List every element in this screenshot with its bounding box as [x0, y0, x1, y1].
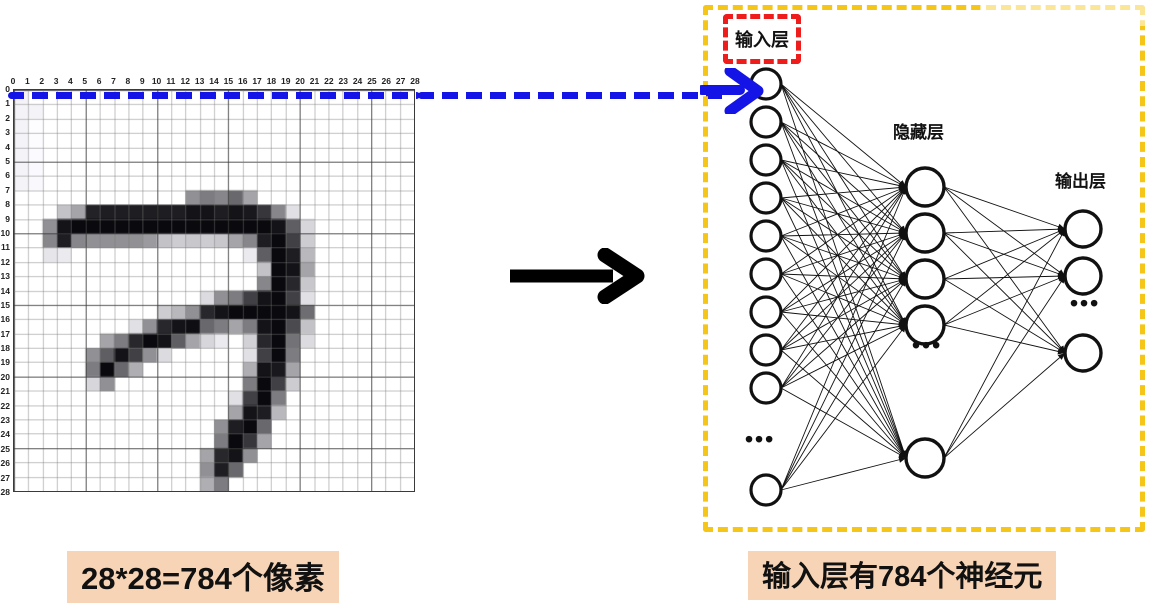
highlighted-row-indicator — [8, 92, 420, 99]
grid-col-label: 22 — [324, 76, 334, 86]
grid-row-label: 5 — [5, 155, 10, 166]
grid-row-label: 11 — [1, 242, 10, 253]
grid-row-label: 24 — [0, 429, 10, 440]
grid-col-label: 11 — [166, 76, 176, 86]
grid-row-label: 14 — [0, 285, 10, 296]
grid-col-label: 13 — [194, 76, 205, 86]
left-caption: 28*28=784个像素 — [67, 551, 339, 603]
output-neuron — [1063, 333, 1103, 373]
input-feed-arrow — [700, 68, 764, 114]
input-layer-label: 输入层 — [735, 30, 789, 50]
grid-col-label: 16 — [237, 76, 248, 86]
grid-row-label: 26 — [0, 457, 10, 468]
input-neuron — [749, 105, 783, 139]
grid-col-label: 28 — [410, 76, 420, 86]
grid-row-label: 16 — [0, 314, 10, 325]
grid-col-label: 5 — [82, 76, 88, 86]
grid-row-label: 22 — [0, 400, 10, 411]
grid-col-label: 14 — [209, 76, 219, 86]
hidden-neuron — [904, 166, 946, 208]
grid-col-label: 3 — [53, 76, 59, 86]
grid-col-label: 1 — [24, 76, 30, 86]
grid-col-label: 15 — [223, 76, 234, 86]
hidden-neuron — [904, 437, 946, 479]
network-outer-boundary — [703, 5, 1145, 532]
grid-row-label: 27 — [0, 472, 10, 483]
grid-row-label: 15 — [0, 299, 10, 310]
grid-row-label: 18 — [0, 342, 10, 353]
grid-col-label: 0 — [10, 76, 16, 86]
hidden-layer-label: 隐藏层 — [893, 123, 944, 142]
input-layer-highlight-box: 输入层 — [723, 14, 801, 64]
grid-col-label: 12 — [180, 76, 191, 86]
grid-col-label: 20 — [295, 76, 305, 86]
grid-col-label: 25 — [367, 76, 377, 86]
grid-col-label: 17 — [252, 76, 262, 86]
grid-col-label: 18 — [266, 76, 277, 86]
input-neuron — [749, 295, 783, 329]
grid-row-label: 4 — [5, 141, 10, 152]
hidden-neuron — [904, 258, 946, 300]
network-graph — [749, 67, 1103, 507]
grid-row-label: 20 — [0, 371, 10, 382]
input-layer-ellipsis: ••• — [745, 426, 776, 452]
input-neuron — [749, 371, 783, 405]
input-neuron — [749, 333, 783, 367]
grid-col-label: 2 — [39, 76, 45, 86]
grid-row-label: 28 — [0, 486, 10, 497]
input-neuron — [749, 143, 783, 177]
grid-row-label: 9 — [5, 213, 10, 224]
watermark-overlay — [980, 0, 1152, 26]
grid-row-label: 2 — [5, 112, 10, 123]
digit-image — [14, 90, 414, 491]
input-neuron — [749, 219, 783, 253]
input-neuron — [749, 181, 783, 215]
grid-row-label: 19 — [0, 357, 10, 368]
grid-row-label: 1 — [5, 98, 10, 109]
grid-row-label: 13 — [0, 270, 10, 281]
grid-row-label: 6 — [5, 170, 10, 181]
grid-col-label: 10 — [151, 76, 162, 86]
input-neuron — [749, 473, 783, 507]
output-layer-ellipsis: ••• — [1070, 290, 1101, 316]
grid-col-label: 24 — [352, 76, 363, 86]
grid-col-label: 8 — [125, 76, 131, 86]
input-neuron — [749, 257, 783, 291]
grid-col-label: 21 — [309, 76, 320, 86]
grid-col-label: 9 — [139, 76, 145, 86]
output-neuron — [1063, 256, 1103, 296]
grid-row-label: 25 — [0, 443, 10, 454]
grid-col-label: 19 — [281, 76, 291, 86]
grid-col-label: 7 — [111, 76, 116, 86]
grid-row-label: 10 — [0, 227, 10, 238]
grid-col-label: 6 — [96, 76, 102, 86]
hidden-neuron — [904, 212, 946, 254]
grid-row-label: 23 — [0, 414, 10, 425]
row-to-network-connector — [418, 92, 730, 99]
output-neuron — [1063, 209, 1103, 249]
grid-col-label: 4 — [68, 76, 73, 86]
pixel-grid — [13, 89, 415, 492]
grid-row-label: 21 — [0, 386, 10, 396]
right-caption: 输入层有784个神经元 — [748, 551, 1057, 600]
grid-col-label: 27 — [395, 76, 406, 86]
grid-row-label: 8 — [5, 198, 10, 209]
transform-arrow — [510, 248, 645, 304]
grid-row-label: 17 — [0, 328, 10, 339]
hidden-layer-ellipsis: ••• — [912, 332, 943, 358]
grid-col-label: 26 — [381, 76, 392, 86]
grid-col-label: 23 — [338, 76, 348, 86]
grid-row-label: 3 — [5, 126, 10, 137]
grid-row-label: 12 — [0, 256, 10, 267]
grid-row-label: 0 — [5, 83, 10, 94]
hidden-neuron — [904, 304, 946, 346]
output-layer-label: 输出层 — [1055, 172, 1106, 191]
grid-row-label: 7 — [5, 184, 10, 195]
